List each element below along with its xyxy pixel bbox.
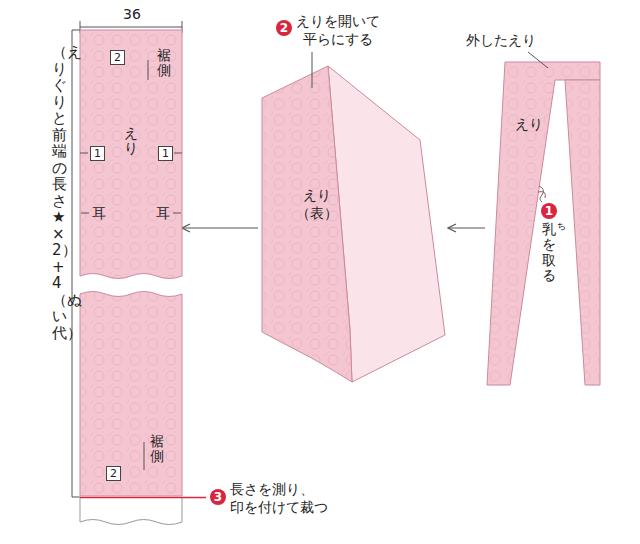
- part-name: えり: [124, 126, 138, 157]
- length-bracket: [72, 30, 80, 497]
- text-holder: 1: [90, 146, 105, 161]
- text-holder: えり: [515, 116, 543, 133]
- dimension: （えりぐりと前端の長さ★×2）+4（ぬい代）: [52, 44, 67, 341]
- text-holder: 1: [541, 203, 557, 219]
- text-holder: 長さを測り、 印を付けて裁つ: [230, 480, 328, 516]
- text-holder: 裾側: [150, 434, 164, 465]
- mark-number: 2: [110, 50, 125, 65]
- text-holder: 外したえり: [466, 32, 536, 49]
- shape-outline: [80, 30, 182, 496]
- text-holder: 耳: [156, 205, 170, 222]
- text-holder: えり （表）: [296, 186, 338, 222]
- text-holder: 耳: [92, 205, 106, 222]
- callout-number: 1: [541, 203, 557, 219]
- part-name: 外したえり: [466, 32, 536, 49]
- text-holder: 裾側: [157, 48, 171, 79]
- text-holder: 3: [210, 489, 226, 505]
- text-holder: えりを開いて 平らにする: [296, 12, 380, 48]
- part-name: 裾側: [150, 434, 164, 465]
- step-note: 長さを測り、 印を付けて裁つ: [230, 480, 328, 516]
- part-name: えり （表）: [296, 186, 338, 222]
- text-holder: 1: [158, 146, 173, 161]
- callout-number: 3: [210, 489, 226, 505]
- dimension: 36: [121, 6, 143, 23]
- text-holder: 2: [110, 50, 125, 65]
- part-name: 耳: [156, 205, 170, 222]
- text-holder: えり: [124, 126, 138, 157]
- text-holder: （えりぐりと前端の長さ★×2）+4（ぬい代）: [52, 44, 67, 341]
- part-name: 裾側: [157, 48, 171, 79]
- opened-collar: えり （表）: [258, 60, 448, 386]
- text-holder: 乳を取る: [542, 222, 556, 284]
- text-holder: 2: [276, 20, 292, 36]
- step-note: えりを開いて 平らにする: [296, 12, 380, 48]
- mark-number: 1: [158, 146, 173, 161]
- text-holder: 2: [106, 466, 121, 481]
- flow-arrow: [182, 227, 258, 228]
- callout-number: 2: [276, 20, 292, 36]
- text-holder: ち: [557, 221, 566, 232]
- text-holder: 36: [121, 6, 143, 23]
- cut-off-part: [80, 498, 182, 525]
- cut-line: [80, 497, 206, 499]
- shape-outline: [258, 60, 448, 386]
- part-name: えり: [515, 116, 543, 133]
- flow-arrow: [448, 227, 485, 228]
- mark-number: 2: [106, 466, 121, 481]
- mark-number: 1: [90, 146, 105, 161]
- ruby: ち: [557, 221, 566, 232]
- step-note: 乳を取る: [542, 222, 556, 284]
- collar-strip: 2裾側1えり1耳耳裾側2: [80, 30, 182, 496]
- part-name: 耳: [92, 205, 106, 222]
